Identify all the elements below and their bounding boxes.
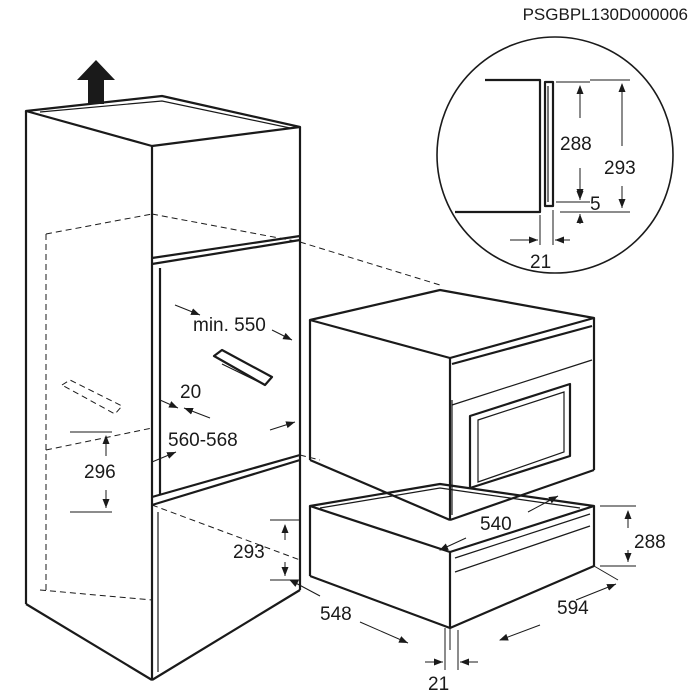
tall-cabinet bbox=[24, 94, 302, 681]
document-code: PSGBPL130D000006 bbox=[523, 5, 688, 24]
label-depth-548: 548 bbox=[320, 604, 352, 625]
lift-up-arrow-icon bbox=[77, 60, 115, 104]
label-height-293: 293 bbox=[233, 542, 265, 563]
detail-circle bbox=[436, 36, 674, 274]
dimension-lines bbox=[70, 304, 636, 670]
detail-label-293: 293 bbox=[604, 158, 636, 179]
oven-appliance bbox=[308, 288, 596, 522]
label-height-296: 296 bbox=[84, 462, 116, 483]
label-drawer-height-288: 288 bbox=[634, 532, 666, 553]
cabinet-hidden-lines bbox=[39, 213, 441, 601]
label-gap-21: 21 bbox=[428, 674, 449, 695]
label-depth-range: 560-568 bbox=[168, 430, 238, 451]
detail-label-21: 21 bbox=[530, 252, 551, 273]
detail-label-5: 5 bbox=[590, 194, 601, 215]
warming-drawer bbox=[308, 482, 596, 630]
label-offset-20: 20 bbox=[180, 382, 201, 403]
label-drawer-depth-540: 540 bbox=[480, 514, 512, 535]
detail-label-288: 288 bbox=[560, 134, 592, 155]
label-drawer-width-594: 594 bbox=[557, 598, 589, 619]
label-niche-width: min. 550 bbox=[193, 315, 266, 336]
